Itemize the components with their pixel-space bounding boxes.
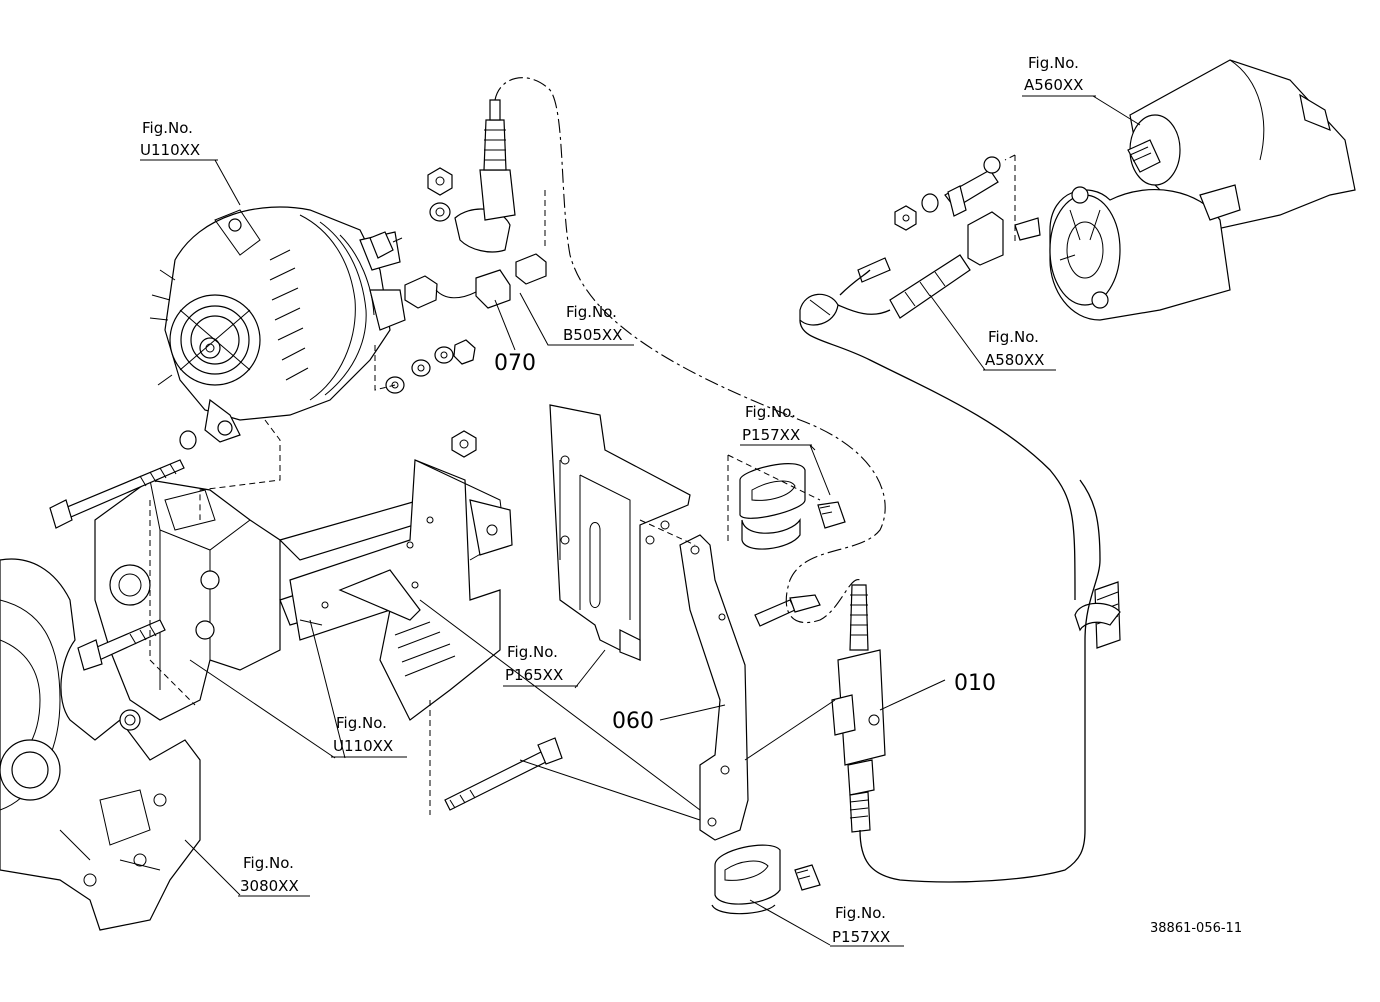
starter-cable-lug [944, 156, 1001, 217]
callout-p165: Fig.No. P165XX [503, 643, 578, 687]
part-number-060: 060 [612, 709, 654, 734]
callout-u110-top-line2: U110XX [140, 141, 200, 159]
callout-a580: Fig.No. A580XX [983, 328, 1056, 371]
switch-pin [754, 594, 821, 627]
terminal-nut-top [427, 167, 453, 196]
clamp-bolt-upper [817, 501, 846, 529]
bracket-long-bolt [444, 737, 563, 811]
cable-clip-starter [799, 293, 839, 326]
callout-b505-line1: Fig.No. [566, 303, 617, 321]
callout-a580-line2: A580XX [985, 351, 1044, 369]
callout-a580-line1: Fig.No. [988, 328, 1039, 346]
connector-b505 [515, 253, 547, 285]
leader-lines [184, 95, 1141, 946]
callout-a560-line1: Fig.No. [1028, 54, 1079, 72]
a580-cable-sleeve [857, 254, 971, 319]
callout-p157-bottom: Fig.No. P157XX [830, 904, 904, 947]
callout-3080-line1: Fig.No. [243, 854, 294, 872]
callout-p157-top: Fig.No. P157XX [740, 403, 812, 446]
terminal-washer-top [429, 202, 451, 222]
callout-a560-line2: A560XX [1024, 76, 1083, 94]
callout-u110-mid-line2: U110XX [333, 737, 393, 755]
terminal-bolt-alt [369, 231, 403, 259]
callout-b505: Fig.No. B505XX [561, 303, 634, 346]
cable-clamp-lower [711, 844, 781, 915]
harness-cables [494, 77, 1101, 883]
callout-p157-bottom-line1: Fig.No. [835, 904, 886, 922]
washer-left [179, 430, 197, 450]
switch-assembly-010 [831, 584, 886, 833]
callout-p157-top-line2: P157XX [742, 426, 800, 444]
starter-terminal-stud [1127, 139, 1161, 173]
engine-block [0, 558, 201, 931]
drawing-code: 38861-056-11 [1150, 921, 1242, 936]
cable-clip-right [1074, 581, 1121, 649]
callout-a560: Fig.No. A560XX [1022, 54, 1096, 97]
callout-p165-line2: P165XX [505, 666, 563, 684]
strap-bracket-060 [679, 534, 749, 841]
alternator [149, 206, 406, 443]
part-number-070: 070 [494, 351, 536, 376]
plate-bracket-p165 [549, 404, 691, 661]
callout-p165-line1: Fig.No. [507, 643, 558, 661]
callout-p157-bottom-line2: P157XX [832, 928, 890, 946]
starter-nut [894, 193, 939, 231]
callout-u110-top-line1: Fig.No. [142, 119, 193, 137]
starter-motor [1049, 59, 1356, 321]
part-number-010: 010 [954, 671, 996, 696]
connector-boot [404, 269, 511, 309]
mounting-bracket-center [289, 459, 513, 721]
callout-u110-mid-line1: Fig.No. [336, 714, 387, 732]
starter-connector [967, 211, 1041, 266]
cable-clamp-upper [739, 463, 806, 550]
bracket-nut-top [451, 430, 477, 458]
callout-3080-line2: 3080XX [240, 877, 299, 895]
terminal-washers-lower [385, 339, 476, 394]
alternator-cable-terminal [454, 99, 516, 253]
callout-p157-top-line1: Fig.No. [745, 403, 796, 421]
clamp-bolt-lower [794, 864, 821, 891]
callout-u110-mid: Fig.No. U110XX [331, 714, 407, 758]
assembly-lines [149, 154, 1016, 815]
callout-u110-top: Fig.No. U110XX [140, 119, 218, 161]
bracket-bolt-lower [77, 619, 166, 671]
callout-b505-line2: B505XX [563, 326, 622, 344]
callout-3080: Fig.No. 3080XX [238, 854, 310, 897]
